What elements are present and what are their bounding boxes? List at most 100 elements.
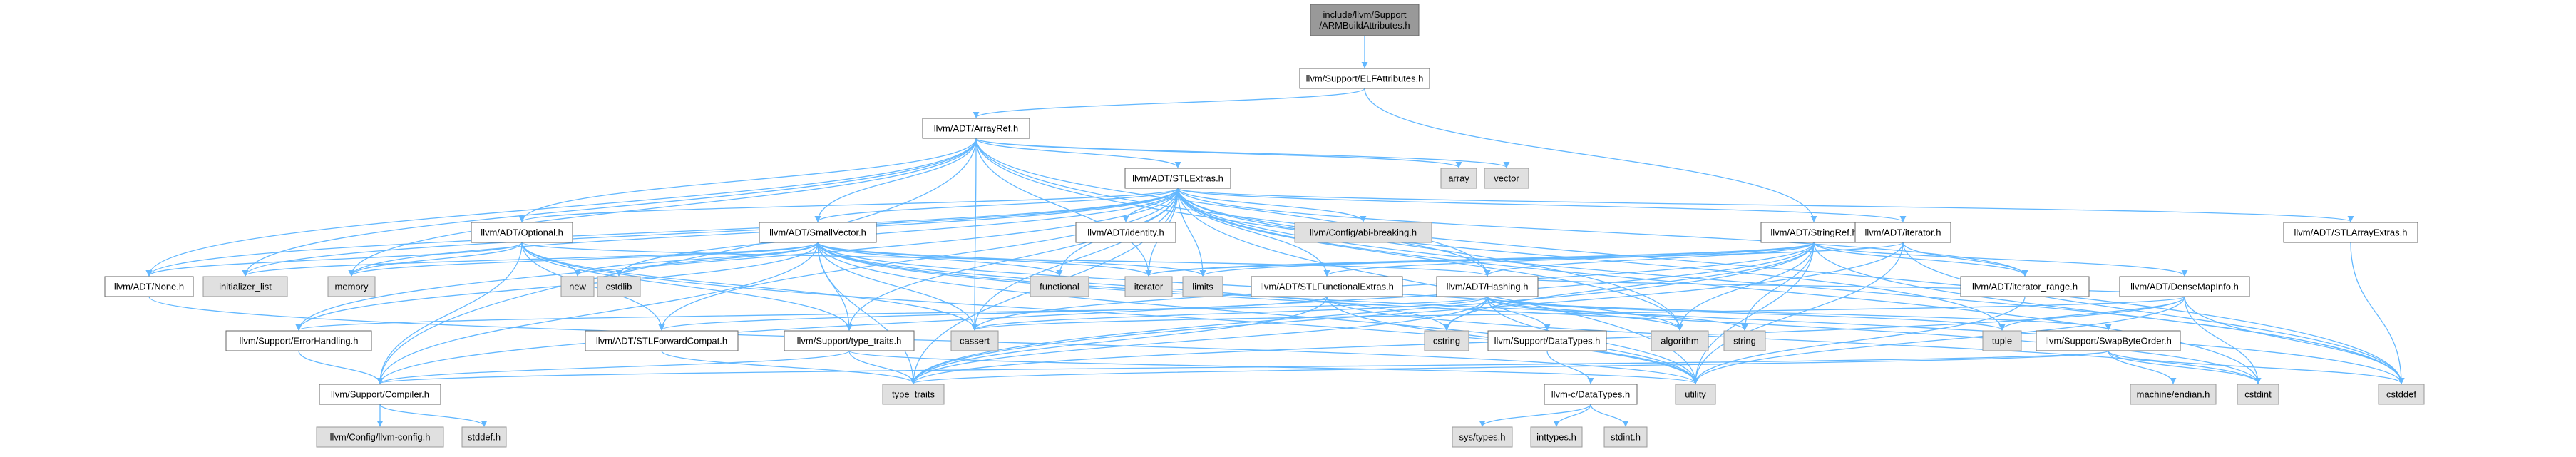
node-box-typetraits [784, 330, 915, 351]
dependency-edge-typetraits-to-compiler [376, 350, 850, 384]
dependency-edge-hashing-to-tuple [1487, 296, 2006, 331]
node-stdint: stdint.h [1603, 426, 1648, 448]
node-arrayref[interactable]: llvm/ADT/ArrayRef.h [922, 118, 1030, 139]
node-stlforward[interactable]: llvm/ADT/STLForwardCompat.h [585, 330, 739, 351]
dependency-edge-stringref-to-hashing [1484, 242, 1815, 277]
dependency-edge-densemapinfo-to-cassert [972, 296, 2185, 331]
dependency-edge-errorhandling-to-compiler [298, 350, 384, 384]
node-box-algorithm [1651, 330, 1709, 351]
node-label-array: array [1448, 173, 1469, 184]
node-box-stdint [1603, 426, 1648, 448]
node-label-new: new [569, 282, 586, 292]
node-hashing[interactable]: llvm/ADT/Hashing.h [1436, 276, 1539, 297]
dependency-edge-stlextras-to-stlarrayextras [1177, 188, 2354, 222]
node-label-optional: llvm/ADT/Optional.h [481, 227, 563, 238]
node-label-abibreaking: llvm/Config/abi-breaking.h [1310, 227, 1417, 238]
dependency-nodes: include/llvm/Support/ARMBuildAttributes.… [104, 4, 2425, 448]
node-cassert: cassert [950, 330, 999, 351]
node-box-optional [471, 222, 573, 243]
dependency-edge-stlextras-to-iteratorh [1177, 188, 1907, 222]
node-box-vector [1484, 168, 1529, 189]
dependency-edge-iterrange-to-utility [1692, 296, 2026, 384]
dependency-edge-stlfunctional-to-cstdint [1326, 296, 2262, 384]
node-label-stddef: stddef.h [468, 432, 501, 443]
node-label-iterrange: llvm/ADT/iterator_range.h [1972, 282, 2078, 292]
node-box-iterator [1124, 276, 1173, 297]
node-label-errorhandling: llvm/Support/ErrorHandling.h [240, 336, 359, 346]
dependency-edge-hashing-to-cassert [971, 296, 1488, 331]
dependency-edge-hashing-to-datatypes [1487, 296, 1551, 331]
node-swapbyte[interactable]: llvm/Support/SwapByteOrder.h [2036, 330, 2181, 351]
node-iterator: iterator [1124, 276, 1173, 297]
dependency-edge-swapbyte-to-cstdint [2108, 350, 2262, 384]
dependency-edge-stlextras-to-stlforward [658, 188, 1179, 331]
dependency-edge-densemapinfo-to-cstdint [2184, 296, 2262, 384]
node-box-iterrange [1960, 276, 2090, 297]
node-stlarrayextras[interactable]: llvm/ADT/STLArrayExtras.h [2283, 222, 2418, 243]
node-utility: utility [1675, 384, 1716, 405]
node-stlextras[interactable]: llvm/ADT/STLExtras.h [1124, 168, 1231, 189]
node-label-stdint: stdint.h [1611, 432, 1641, 443]
node-initlist: initializer_list [202, 276, 288, 297]
dependency-edge-stlextras-to-algorithm [1177, 188, 1683, 331]
node-smallvector[interactable]: llvm/ADT/SmallVector.h [759, 222, 877, 243]
dependency-edge-swapbyte-to-type_traits [910, 350, 2109, 384]
node-box-machineendian [2130, 384, 2217, 405]
node-vector: vector [1484, 168, 1529, 189]
node-box-stringref [1760, 222, 1867, 243]
node-box-stlforward [585, 330, 739, 351]
node-box-none [104, 276, 194, 297]
node-label-densemapinfo: llvm/ADT/DenseMapInfo.h [2130, 282, 2239, 292]
node-iteratorh[interactable]: llvm/ADT/iterator.h [1854, 222, 1951, 243]
node-iterrange[interactable]: llvm/ADT/iterator_range.h [1960, 276, 2090, 297]
node-box-cstring [1424, 330, 1469, 351]
node-label-llvmcdatatypes: llvm-c/DataTypes.h [1551, 389, 1631, 400]
dependency-edge-stringref-to-algorithm [1676, 242, 1815, 331]
node-label-iterator: iterator [1134, 282, 1164, 292]
dependency-edge-iteratorh-to-cstddef [1902, 242, 2405, 384]
dependency-edge-optional-to-compiler [376, 242, 523, 384]
node-label-stlarrayextras: llvm/ADT/STLArrayExtras.h [2294, 227, 2408, 238]
node-compiler[interactable]: llvm/Support/Compiler.h [319, 384, 441, 405]
dependency-edge-arrayref-to-optional [518, 138, 977, 222]
dependency-edge-arrayref-to-iterator [975, 138, 1152, 277]
node-label-swapbyte: llvm/Support/SwapByteOrder.h [2045, 336, 2172, 346]
node-tuple: tuple [1982, 330, 2022, 351]
node-typetraits[interactable]: llvm/Support/type_traits.h [784, 330, 915, 351]
node-label-typetraits: llvm/Support/type_traits.h [797, 336, 902, 346]
dependency-edge-stringref-to-cstring [1443, 242, 1815, 331]
node-optional[interactable]: llvm/ADT/Optional.h [471, 222, 573, 243]
dependency-edge-smallvector-to-errorhandling [295, 242, 819, 331]
node-label-memory: memory [335, 282, 369, 292]
node-box-llvmcdatatypes [1544, 384, 1638, 405]
dependency-edge-smallvector-to-initlist [242, 242, 819, 277]
dependency-edge-arrayref-to-cassert [971, 138, 978, 331]
node-elfattr[interactable]: llvm/Support/ELFAttributes.h [1299, 68, 1430, 89]
node-identity[interactable]: llvm/ADT/identity.h [1075, 222, 1176, 243]
dependency-edge-smallvector-to-compiler [376, 242, 819, 384]
dependency-edge-llvmcdatatypes-to-inttypes [1553, 404, 1591, 427]
node-box-cassert [950, 330, 999, 351]
node-densemapinfo[interactable]: llvm/ADT/DenseMapInfo.h [2119, 276, 2250, 297]
node-errorhandling[interactable]: llvm/Support/ErrorHandling.h [225, 330, 372, 351]
node-datatypes[interactable]: llvm/Support/DataTypes.h [1487, 330, 1607, 351]
node-memory: memory [327, 276, 376, 297]
node-stringref[interactable]: llvm/ADT/StringRef.h [1760, 222, 1867, 243]
node-box-type_traits [882, 384, 945, 405]
node-label-tuple: tuple [1992, 336, 2012, 346]
node-stlfunctional[interactable]: llvm/ADT/STLFunctionalExtras.h [1251, 276, 1403, 297]
node-box-new [560, 276, 595, 297]
dependency-edge-stlforward-to-type_traits [661, 350, 917, 384]
dependency-edge-stringref-to-densemapinfo [1813, 242, 2188, 277]
node-llvmcdatatypes[interactable]: llvm-c/DataTypes.h [1544, 384, 1638, 405]
node-label-cstring: cstring [1433, 336, 1460, 346]
dependency-edge-stringref-to-iterator [1145, 242, 1815, 277]
node-box-swapbyte [2036, 330, 2181, 351]
dependency-edge-stlextras-to-cstdint [1177, 188, 2262, 384]
dependency-edge-hashing-to-type_traits [910, 296, 1488, 384]
node-box-initlist [202, 276, 288, 297]
node-none[interactable]: llvm/ADT/None.h [104, 276, 194, 297]
dependency-edge-swapbyte-to-machineendian [2108, 350, 2177, 384]
dependency-edge-datatypes-to-llvmcdatatypes [1546, 350, 1594, 384]
